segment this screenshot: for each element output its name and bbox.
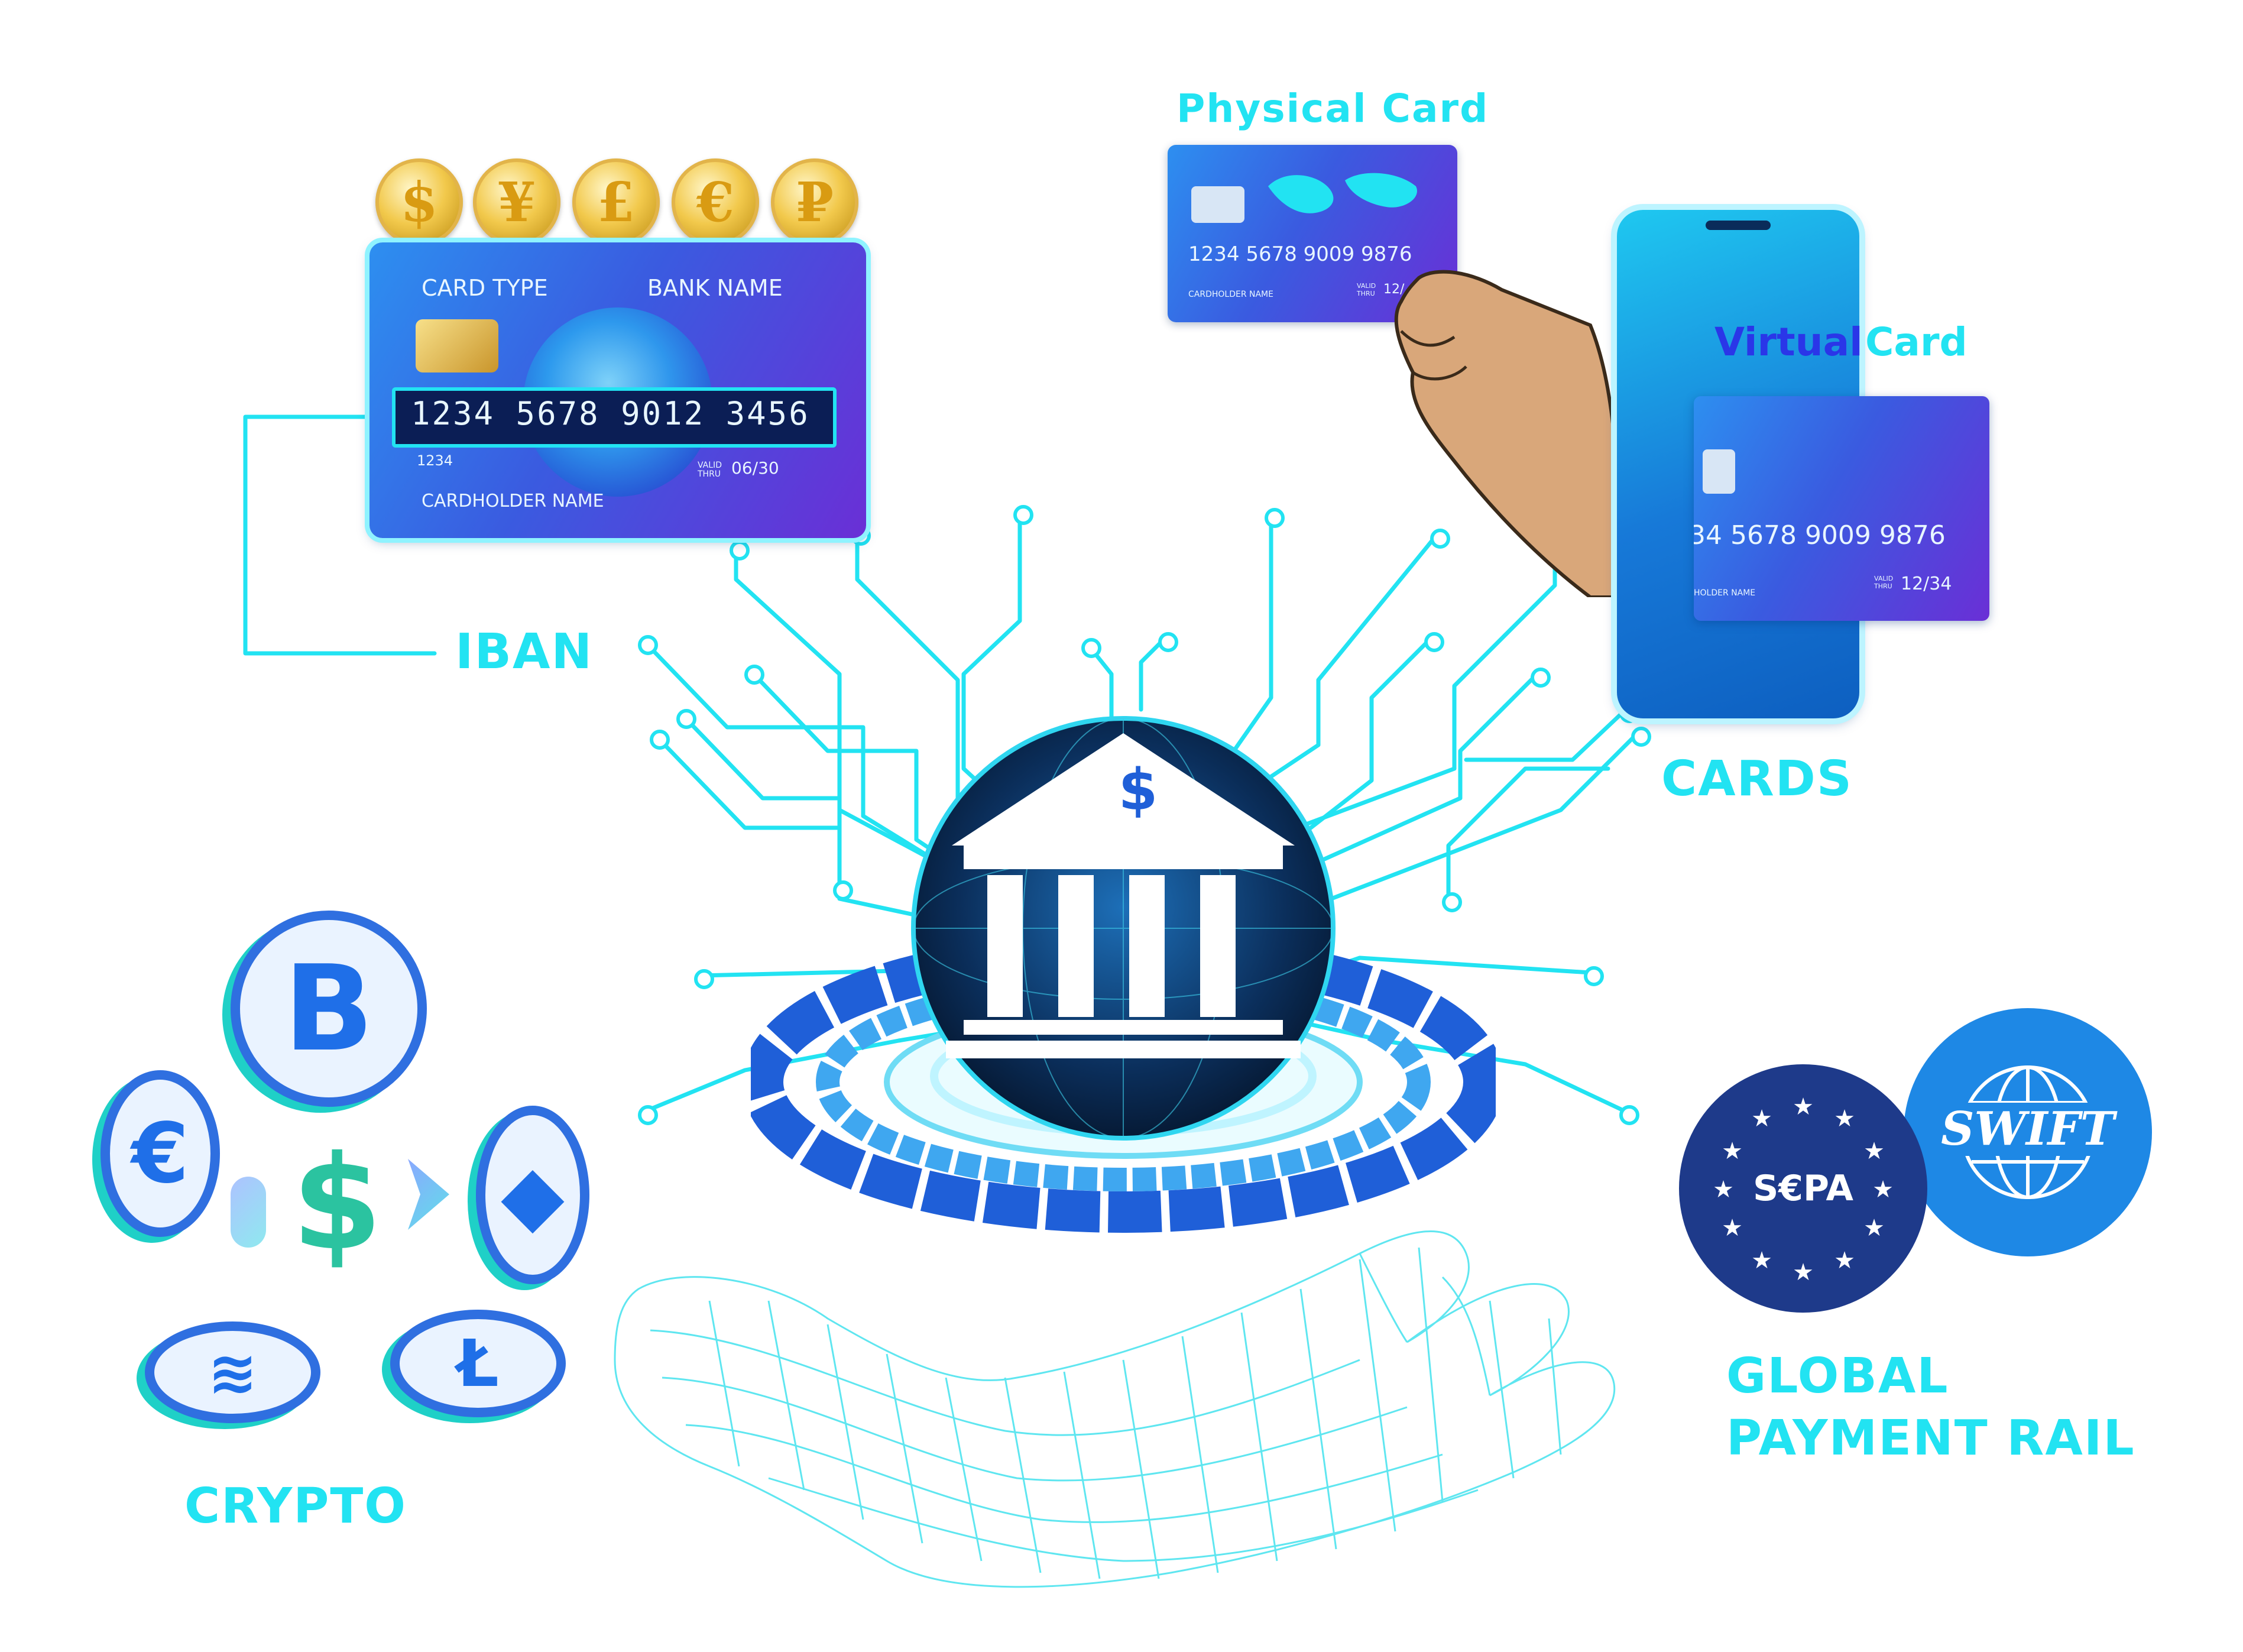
bank-dollar-icon: $ bbox=[1118, 757, 1158, 823]
circuit-node bbox=[1158, 632, 1178, 652]
svg-text:★: ★ bbox=[1834, 1105, 1855, 1132]
ripple-coin-icon: ≋ bbox=[145, 1321, 320, 1423]
circuit-node bbox=[676, 709, 696, 729]
circuit-node bbox=[1442, 892, 1462, 912]
svg-text:★: ★ bbox=[1722, 1214, 1743, 1242]
circuit-node bbox=[694, 969, 714, 989]
circuit-node bbox=[1013, 505, 1033, 525]
circuit-node bbox=[833, 880, 853, 900]
euro-crypto-coin-icon: € bbox=[101, 1070, 220, 1237]
world-map-icon bbox=[1268, 173, 1417, 213]
svg-text:★: ★ bbox=[1722, 1138, 1743, 1165]
sepa-text: S€PA bbox=[1753, 1168, 1853, 1209]
virtual-label: Virtual bbox=[1714, 319, 1863, 365]
left-chevron-icon bbox=[231, 1177, 266, 1248]
pound-coin-icon: £ bbox=[572, 158, 660, 246]
circuit-node bbox=[1619, 1105, 1639, 1125]
virtual-card-number: 34 5678 9009 9876 bbox=[1694, 520, 1946, 550]
global-payment-label-line2: PAYMENT RAIL bbox=[1726, 1410, 2135, 1466]
yen-coin-icon: ¥ bbox=[473, 158, 560, 246]
valid-thru-label: VALID THRU bbox=[698, 461, 722, 479]
svg-text:★: ★ bbox=[1751, 1105, 1772, 1132]
svg-text:★: ★ bbox=[1834, 1247, 1855, 1274]
virtual-expiry: 12/34 bbox=[1901, 574, 1952, 594]
physical-cardholder: CARDHOLDER NAME bbox=[1188, 290, 1273, 299]
eu-stars-icon: ★ ★ ★ ★ ★ ★ ★ ★ ★ ★ ★ ★ bbox=[1713, 1093, 1894, 1286]
litecoin-coin-icon: Ł bbox=[390, 1310, 566, 1417]
dollar-crypto-icon: $ bbox=[291, 1128, 383, 1279]
holding-hand-icon bbox=[1394, 270, 1622, 597]
cardholder-name: CARDHOLDER NAME bbox=[422, 491, 604, 511]
svg-text:★: ★ bbox=[1863, 1214, 1885, 1242]
virtual-cardholder: HOLDER NAME bbox=[1694, 588, 1756, 598]
bank-name-label: BANK NAME bbox=[647, 275, 783, 301]
virtual-card: 34 5678 9009 9876 HOLDER NAME VALID THRU… bbox=[1694, 396, 1989, 621]
circuit-node bbox=[730, 540, 750, 561]
dollar-coin-icon: $ bbox=[375, 158, 463, 246]
circuit-node bbox=[744, 665, 764, 685]
circuit-node bbox=[1584, 966, 1604, 986]
circuit-node bbox=[1424, 632, 1444, 652]
bank-globe-platform bbox=[751, 716, 1496, 1233]
circuit-node bbox=[1430, 529, 1450, 549]
circuit-node bbox=[638, 635, 658, 655]
crypto-label: CRYPTO bbox=[184, 1478, 407, 1534]
circuit-node bbox=[1531, 668, 1551, 688]
ruble-coin-icon: ₽ bbox=[771, 158, 858, 246]
circuit-node bbox=[1265, 508, 1285, 528]
swift-badge: SWIFT bbox=[1904, 1008, 2152, 1256]
physical-expiry: 12/ bbox=[1383, 282, 1405, 297]
sepa-badge: ★ ★ ★ ★ ★ ★ ★ ★ ★ ★ ★ ★ S€PA bbox=[1679, 1064, 1927, 1313]
global-payment-label-line1: GLOBAL bbox=[1726, 1348, 1949, 1404]
circuit-node bbox=[650, 730, 670, 750]
swift-text: SWIFT bbox=[1939, 1103, 2116, 1156]
svg-text:★: ★ bbox=[1863, 1138, 1885, 1165]
svg-text:★: ★ bbox=[1751, 1247, 1772, 1274]
card-number: 1234 5678 9012 3456 bbox=[411, 395, 810, 432]
card-small-number: 1234 bbox=[417, 452, 453, 469]
cards-label: CARDS bbox=[1661, 751, 1853, 807]
expiry-date: 06/30 bbox=[731, 458, 779, 478]
circuit-node bbox=[1081, 638, 1101, 658]
chip-icon bbox=[416, 319, 498, 372]
euro-coin-icon: € bbox=[672, 158, 759, 246]
physical-card-label: Physical Card bbox=[1176, 86, 1489, 131]
svg-text:★: ★ bbox=[1793, 1259, 1814, 1286]
virtual-valid-thru: VALID THRU bbox=[1874, 575, 1894, 590]
iban-label: IBAN bbox=[455, 624, 594, 680]
card-type-label: CARD TYPE bbox=[422, 275, 548, 301]
circuit-node bbox=[638, 1105, 658, 1125]
bitcoin-coin-icon: B bbox=[231, 911, 427, 1107]
svg-text:★: ★ bbox=[1872, 1176, 1894, 1203]
svg-text:★: ★ bbox=[1793, 1093, 1814, 1120]
physical-valid-thru: VALID THRU bbox=[1357, 282, 1376, 297]
physical-card-number: 1234 5678 9009 9876 bbox=[1188, 242, 1412, 266]
card-label: Card bbox=[1865, 319, 1968, 365]
bank-card: CARD TYPE BANK NAME 1234 5678 9012 3456 … bbox=[369, 242, 866, 538]
dash-coin-icon: ◆ bbox=[476, 1106, 589, 1284]
svg-text:★: ★ bbox=[1713, 1176, 1734, 1203]
circuit-node bbox=[1631, 727, 1651, 747]
